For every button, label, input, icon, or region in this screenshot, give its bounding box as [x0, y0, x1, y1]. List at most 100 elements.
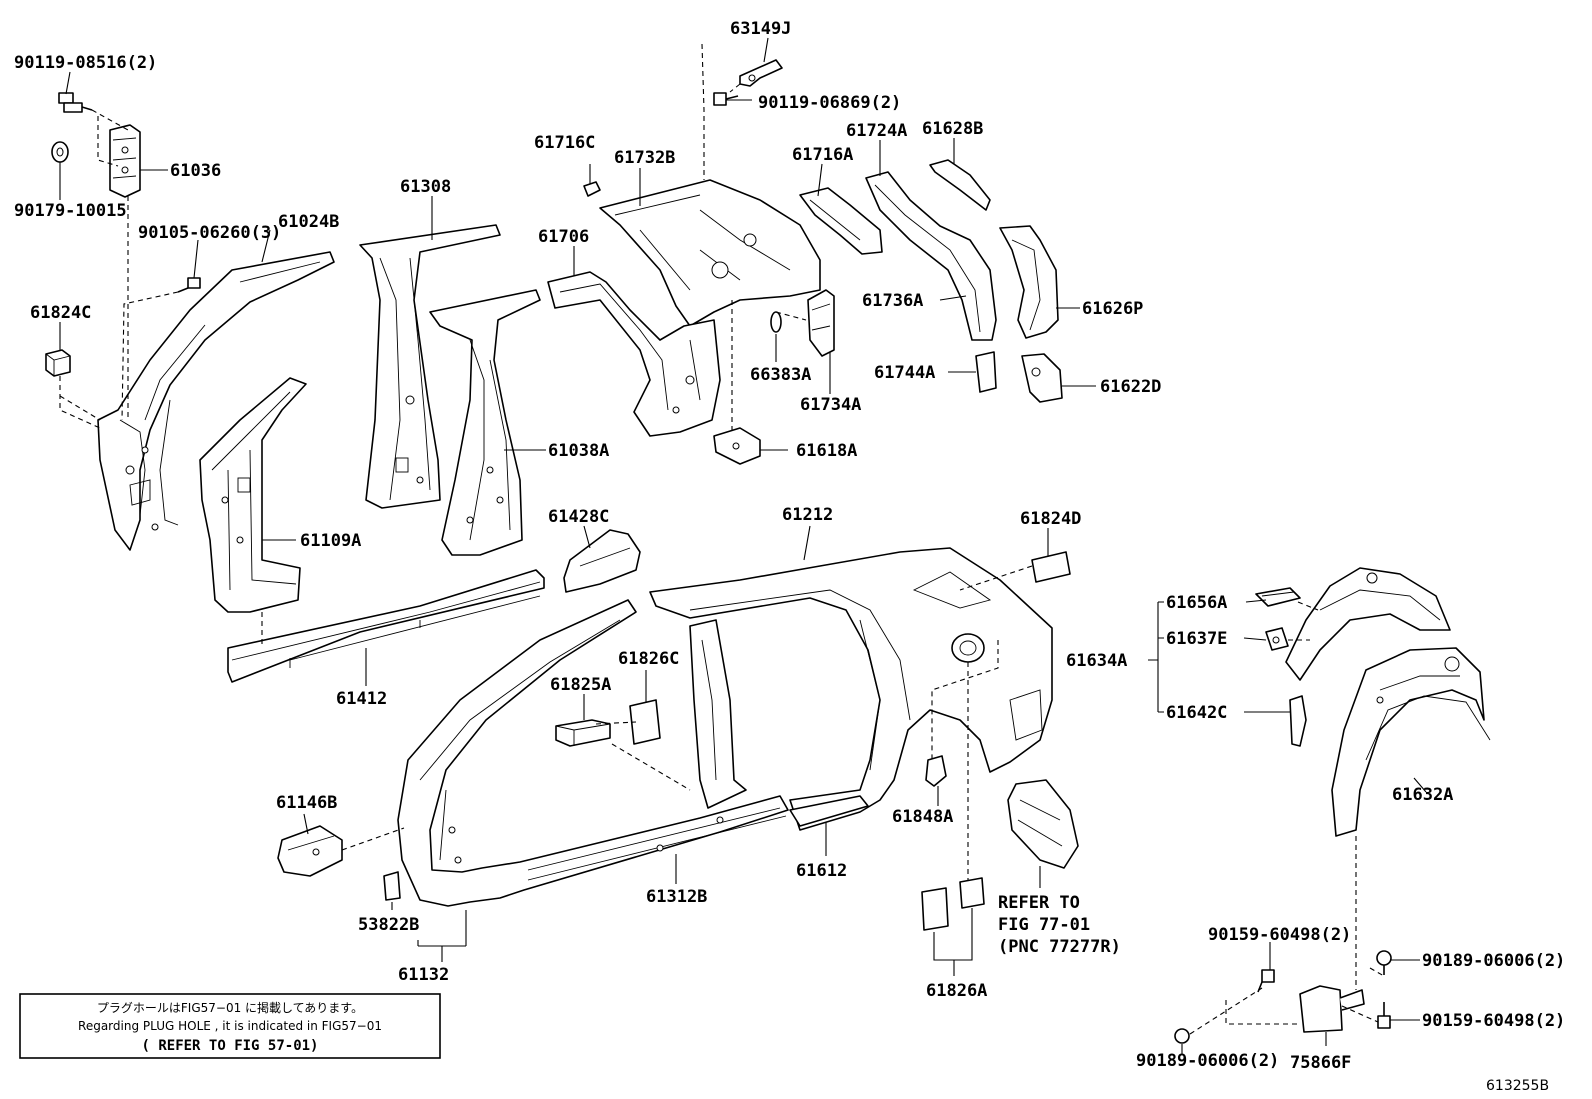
bolt-90159-60498-b-drawing	[1377, 1002, 1391, 1029]
bracket-61734A-drawing	[807, 289, 835, 357]
label-61132: 61132	[398, 965, 449, 985]
bracket-53822B-drawing	[383, 871, 401, 901]
label-61824C: 61824C	[30, 303, 91, 323]
bracket-61656A-drawing	[1255, 587, 1301, 607]
rocker-61612-drawing	[789, 795, 869, 827]
label-61428C: 61428C	[548, 507, 609, 527]
bolt-90119-08516-drawing	[58, 92, 93, 113]
nut-90189-06006-a-drawing	[1376, 950, 1392, 975]
panel-61626P-drawing	[999, 225, 1059, 339]
dashed-lines	[59, 43, 1385, 1035]
label-61724A: 61724A	[846, 121, 907, 141]
label-61109A: 61109A	[300, 531, 361, 551]
note-line-1: プラグホールはFIG57−01 に掲載してあります。	[97, 1000, 363, 1015]
label-61412: 61412	[336, 689, 387, 709]
label-61637E: 61637E	[1166, 629, 1227, 649]
label-53822B: 53822B	[358, 915, 419, 935]
wheelhouse-61632A-drawing	[1331, 647, 1491, 837]
bracket-75866F-drawing	[1299, 985, 1365, 1033]
label-90159-60498-a: 90159-60498(2)	[1208, 925, 1351, 945]
note-line-2: Regarding PLUG HOLE , it is indicated in…	[78, 1019, 382, 1033]
bolt-90159-60498-a-drawing	[1257, 969, 1275, 993]
label-61622D: 61622D	[1100, 377, 1161, 397]
label-61734A: 61734A	[800, 395, 861, 415]
bolt-90105-06260-drawing	[177, 277, 201, 293]
label-61632A: 61632A	[1392, 785, 1453, 805]
bracket-61428C-drawing	[563, 529, 641, 593]
clip-61716C-drawing	[583, 181, 601, 197]
label-61626P: 61626P	[1082, 299, 1143, 319]
bracket-61642C-drawing	[1289, 695, 1307, 747]
filler-61824C-drawing	[45, 349, 71, 377]
label-61024B: 61024B	[278, 212, 339, 232]
label-61732B: 61732B	[614, 148, 675, 168]
bracket-61036-drawing	[109, 124, 141, 198]
label-90119-08516: 90119-08516(2)	[14, 53, 157, 73]
label-61618A: 61618A	[796, 441, 857, 461]
refer-line-3: (PNC 77277R)	[998, 937, 1121, 957]
figure-code: 613255B	[1486, 1078, 1549, 1094]
label-61706: 61706	[538, 227, 589, 247]
leader-lines	[59, 37, 1427, 1054]
pillar-61308-drawing	[359, 224, 501, 509]
label-61736A: 61736A	[862, 291, 923, 311]
label-61212: 61212	[782, 505, 833, 525]
refer-to-block: REFER TO FIG 77-01 (PNC 77277R)	[998, 893, 1121, 957]
liner-77277R-drawing	[1007, 779, 1079, 869]
part-labels: 90119-08516(2) 61036 90179-10015 90105-0…	[14, 19, 1565, 1073]
panel-61212-drawing	[649, 547, 1053, 831]
label-61716A: 61716A	[792, 145, 853, 165]
refer-line-2: FIG 77-01	[998, 915, 1090, 935]
label-90119-06869: 90119-06869(2)	[758, 93, 901, 113]
bracket-63149J-drawing	[739, 59, 783, 87]
plug-hole-note: プラグホールはFIG57−01 に掲載してあります。 Regarding PLU…	[19, 993, 441, 1059]
grommet-90179-10015-drawing	[51, 141, 69, 163]
label-61656A: 61656A	[1166, 593, 1227, 613]
label-90189-06006-b: 90189-06006(2)	[1136, 1051, 1279, 1071]
label-90189-06006-a: 90189-06006(2)	[1422, 951, 1565, 971]
bracket-61618A-drawing	[713, 427, 761, 465]
label-61826C: 61826C	[618, 649, 679, 669]
filler-61824D-drawing	[1031, 551, 1071, 583]
label-90105-06260: 90105-06260(3)	[138, 223, 281, 243]
grommet-66383A-drawing	[770, 311, 782, 333]
rail-61706-drawing	[547, 271, 721, 437]
label-61642C: 61642C	[1166, 703, 1227, 723]
label-61634A: 61634A	[1066, 651, 1127, 671]
clip-61637E-drawing	[1265, 627, 1289, 651]
label-61036: 61036	[170, 161, 221, 181]
pillar-61038A-drawing	[429, 289, 541, 556]
panel-61622D-drawing	[1021, 353, 1063, 403]
label-61744A: 61744A	[874, 363, 935, 383]
label-61146B: 61146B	[276, 793, 337, 813]
label-61308: 61308	[400, 177, 451, 197]
note-line-3: ( REFER TO FIG 57-01)	[141, 1038, 318, 1054]
panel-61724A-drawing	[865, 171, 997, 341]
panel-61716A-drawing	[799, 187, 883, 255]
panel-61312B-drawing	[397, 599, 789, 907]
bracket-61848A-drawing	[925, 755, 947, 787]
label-61612: 61612	[796, 861, 847, 881]
pillar-61024B-drawing	[97, 251, 335, 551]
panel-61732B-drawing	[599, 179, 821, 327]
label-61848A: 61848A	[892, 807, 953, 827]
bolt-90119-06869-drawing	[713, 92, 739, 106]
filler-61826A-drawing	[921, 877, 985, 931]
label-63149J: 63149J	[730, 19, 791, 39]
label-61826A: 61826A	[926, 981, 987, 1001]
filler-61825A-drawing	[555, 719, 611, 747]
label-61825A: 61825A	[550, 675, 611, 695]
label-61038A: 61038A	[548, 441, 609, 461]
panel-61628B-drawing	[929, 159, 991, 211]
label-61628B: 61628B	[922, 119, 983, 139]
rocker-61412-drawing	[227, 569, 545, 683]
label-61824D: 61824D	[1020, 509, 1081, 529]
label-61312B: 61312B	[646, 887, 707, 907]
refer-line-1: REFER TO	[998, 893, 1080, 913]
wheelhouse-61634A-drawing	[1285, 567, 1451, 681]
bracket-61146B-drawing	[277, 825, 343, 877]
filler-61826C-drawing	[629, 699, 661, 745]
pillar-61109A-drawing	[199, 377, 307, 613]
bracket-61744A-drawing	[975, 351, 997, 393]
